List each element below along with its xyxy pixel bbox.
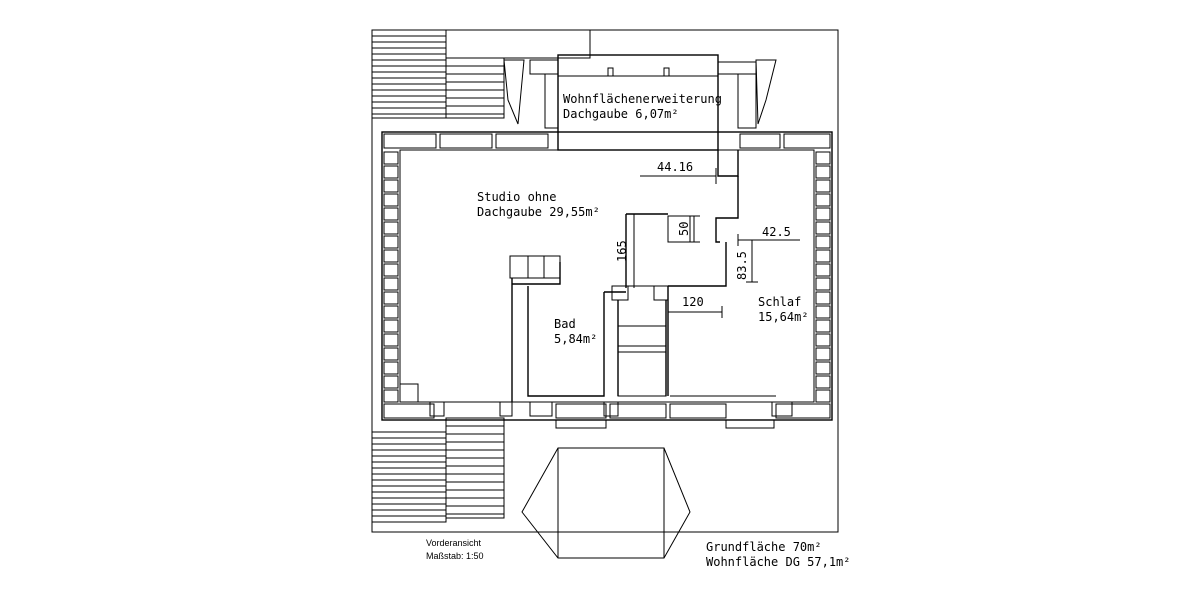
living-area-label: Wohnfläche DG 57,1m² <box>706 555 851 569</box>
roof-tiles-top-left <box>371 29 591 119</box>
dimension-label-42-5: 42.5 <box>762 225 791 239</box>
wall-right-blocks <box>815 151 831 403</box>
bedroom-name: Schlaf <box>758 295 801 309</box>
roof-outline <box>371 29 839 533</box>
dimension-label-50: 50 <box>677 222 691 236</box>
stairs-bottom <box>445 417 505 519</box>
dimension-label-83-5: 83.5 <box>735 251 749 280</box>
extension-name: Wohnflächenerweiterung <box>563 92 722 106</box>
bath-area: 5,84m² <box>554 332 597 346</box>
wall-left-blocks <box>383 151 399 403</box>
dimension-label-165: 165 <box>615 240 629 262</box>
studio-area: Dachgaube 29,55m² <box>477 205 600 219</box>
exterior-wall <box>381 131 833 429</box>
bedroom-area: 15,64m² <box>758 310 809 324</box>
dimension-label-120: 120 <box>682 295 704 309</box>
view-label: Vorderansicht <box>426 538 482 548</box>
stairs-top <box>445 57 505 119</box>
scale-label: Maßstab: 1:50 <box>426 551 484 561</box>
extension-area: Dachgaube 6,07m² <box>563 107 679 121</box>
dormer <box>503 54 777 151</box>
dimension-lines <box>633 168 800 318</box>
studio-name: Studio ohne <box>477 190 556 204</box>
gross-area-label: Grundfläche 70m² <box>706 540 822 554</box>
roof-tiles-bottom-left <box>371 431 447 523</box>
bath-name: Bad <box>554 317 576 331</box>
dimension-label-44-16: 44.16 <box>657 160 693 174</box>
interior-walls <box>400 150 793 417</box>
front-dormer-outline <box>521 447 691 559</box>
